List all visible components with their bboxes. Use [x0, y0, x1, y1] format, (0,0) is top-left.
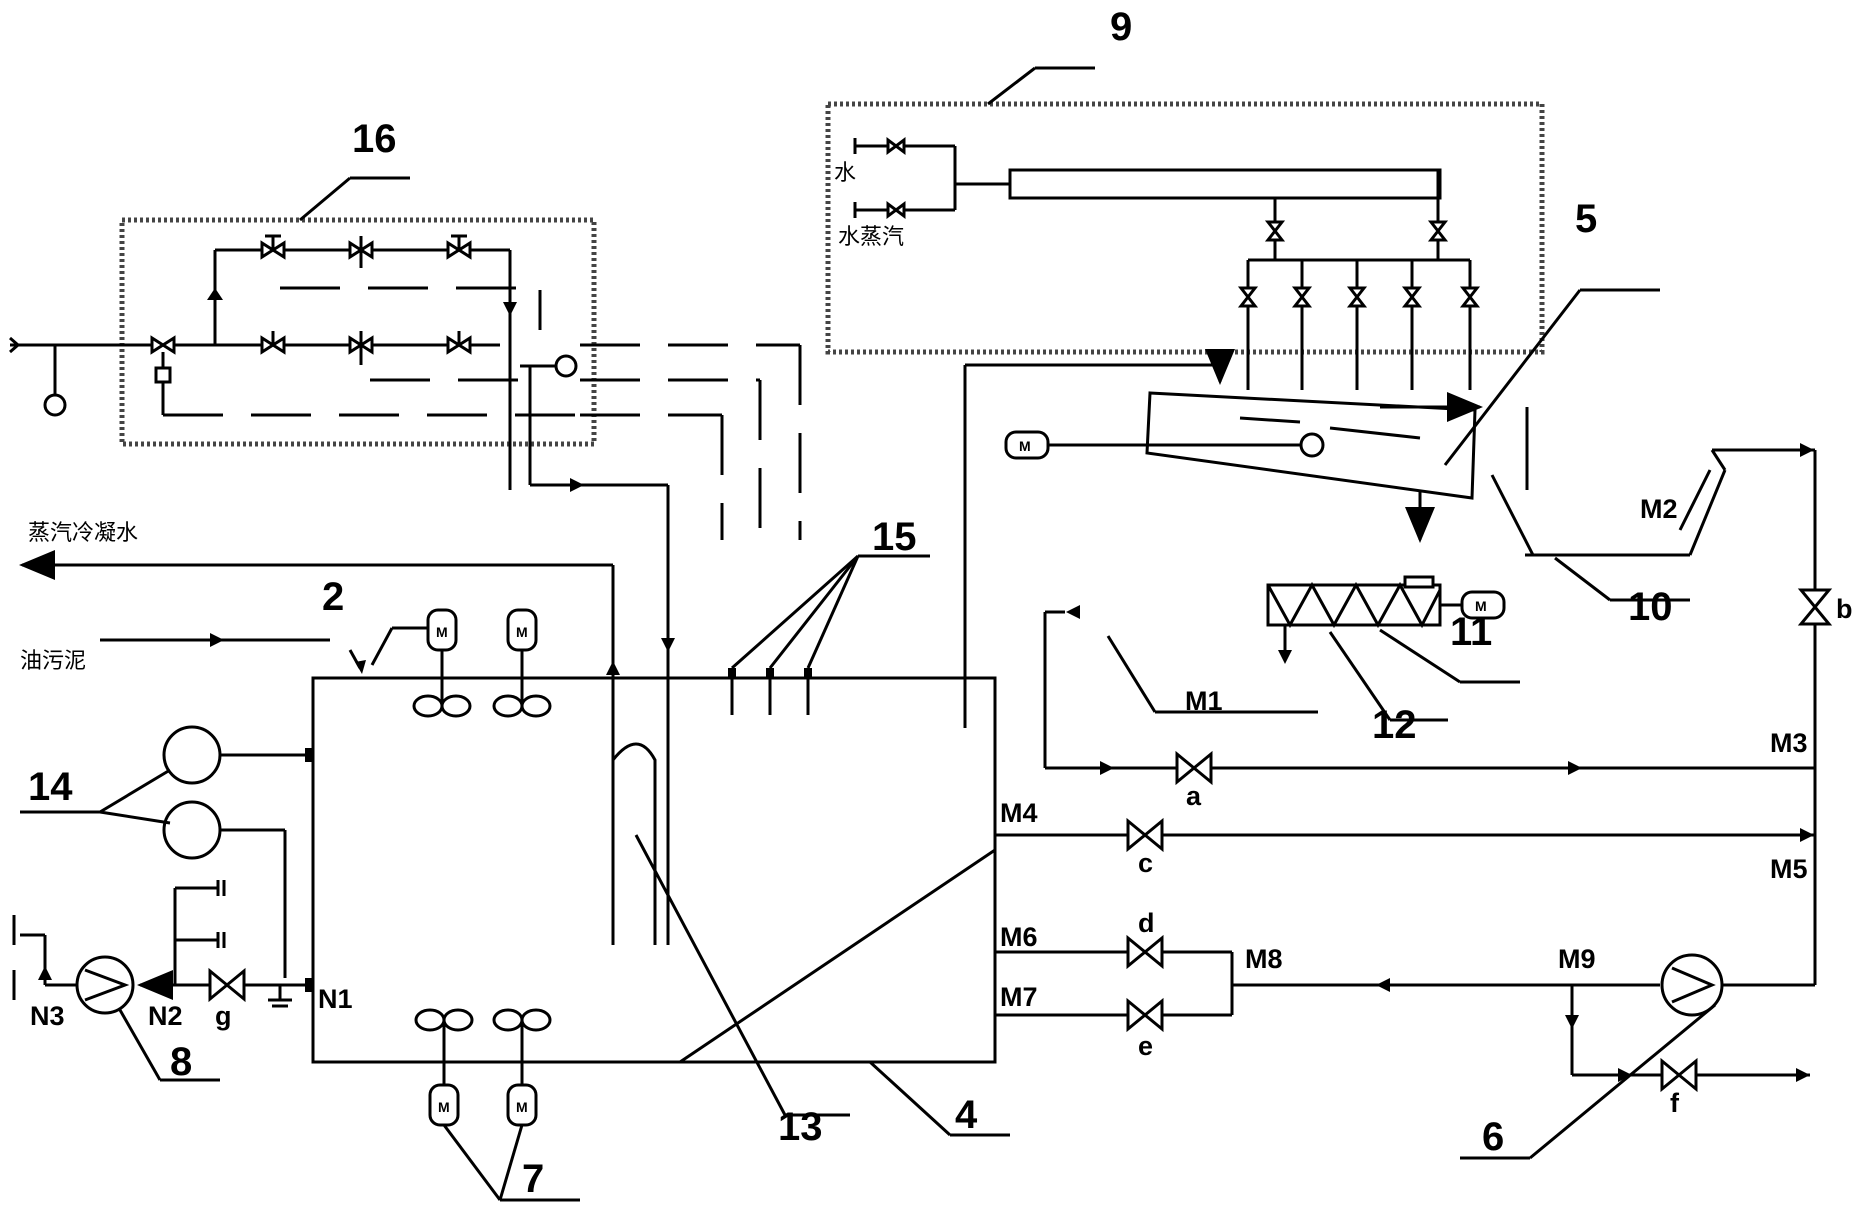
svg-text:M: M: [436, 624, 448, 640]
label-5: 5: [1575, 197, 1597, 241]
valve-c: [1126, 817, 1164, 853]
valve-b: [1797, 588, 1833, 626]
valve-upper-3: [446, 234, 472, 260]
pump-8: [75, 955, 135, 1015]
label-2: 2: [322, 575, 344, 619]
agitator-bottom-2: M: [492, 1008, 552, 1127]
steam-control-box-16: [9, 176, 802, 540]
valve-lower-3: [446, 331, 472, 355]
label-10: 10: [1628, 585, 1673, 629]
valve-f-label: f: [1670, 1088, 1680, 1118]
svg-text:M: M: [1475, 598, 1487, 614]
valve-b-label: b: [1836, 594, 1853, 624]
valve-d: [1126, 934, 1164, 970]
port-m2: M2: [1640, 494, 1678, 524]
port-m5: M5: [1770, 854, 1808, 884]
port-m1: M1: [1185, 686, 1223, 716]
valve-upper-1: [260, 234, 286, 260]
svg-text:M: M: [516, 1099, 528, 1115]
port-n2: N2: [148, 1001, 183, 1031]
water-label: 水: [834, 160, 856, 185]
separator-5: M: [1004, 391, 1535, 556]
svg-text:M: M: [516, 624, 528, 640]
agitator-top-2: M: [492, 608, 552, 718]
water-steam-box-9: [825, 66, 1545, 390]
valve-a: [1175, 750, 1213, 786]
label-7: 7: [522, 1157, 544, 1201]
agitator-bottom-1: M: [414, 1008, 474, 1127]
port-m3: M3: [1770, 728, 1808, 758]
port-m4: M4: [1000, 798, 1038, 828]
label-14: 14: [28, 765, 73, 809]
valve-d-label: d: [1138, 908, 1155, 938]
svg-text:M: M: [1019, 438, 1031, 454]
label-8: 8: [170, 1040, 192, 1084]
valve-e-label: e: [1138, 1031, 1153, 1061]
valve-f: [1660, 1057, 1698, 1093]
heating-coil-13: [611, 742, 657, 945]
port-m8: M8: [1245, 944, 1283, 974]
condensate-label: 蒸汽冷凝水: [28, 520, 138, 545]
port-m6: M6: [1000, 922, 1038, 952]
label-12: 12: [1372, 703, 1417, 747]
port-n3: N3: [30, 1001, 65, 1031]
valve-e: [1126, 997, 1164, 1033]
valve-lower-1: [260, 331, 286, 355]
pump-6: [1660, 953, 1724, 1017]
label-4: 4: [955, 1093, 978, 1137]
valve-upper-2: [348, 236, 374, 268]
sensors-15: [728, 554, 930, 715]
steam-label: 水蒸汽: [838, 224, 904, 249]
agitator-top-1: M: [412, 608, 472, 718]
valve-g-label: g: [215, 1001, 232, 1031]
oily-sludge-label: 油污泥: [20, 648, 86, 673]
label-9: 9: [1110, 5, 1132, 49]
port-m9: M9: [1558, 944, 1596, 974]
label-13: 13: [778, 1105, 823, 1149]
label-15: 15: [872, 515, 917, 559]
screw-conveyor-11: M: [1266, 575, 1506, 664]
valve-lower-2: [348, 331, 374, 365]
tank-4: [311, 676, 997, 1064]
label-6: 6: [1482, 1115, 1504, 1159]
port-m7: M7: [1000, 982, 1038, 1012]
valve-control: [150, 335, 176, 384]
valve-g: [208, 967, 246, 1003]
label-11: 11: [1450, 610, 1492, 654]
label-16: 16: [352, 117, 397, 161]
port-n1: N1: [318, 984, 353, 1014]
valve-a-label: a: [1186, 781, 1202, 811]
svg-text:M: M: [438, 1099, 450, 1115]
valve-c-label: c: [1138, 848, 1153, 878]
